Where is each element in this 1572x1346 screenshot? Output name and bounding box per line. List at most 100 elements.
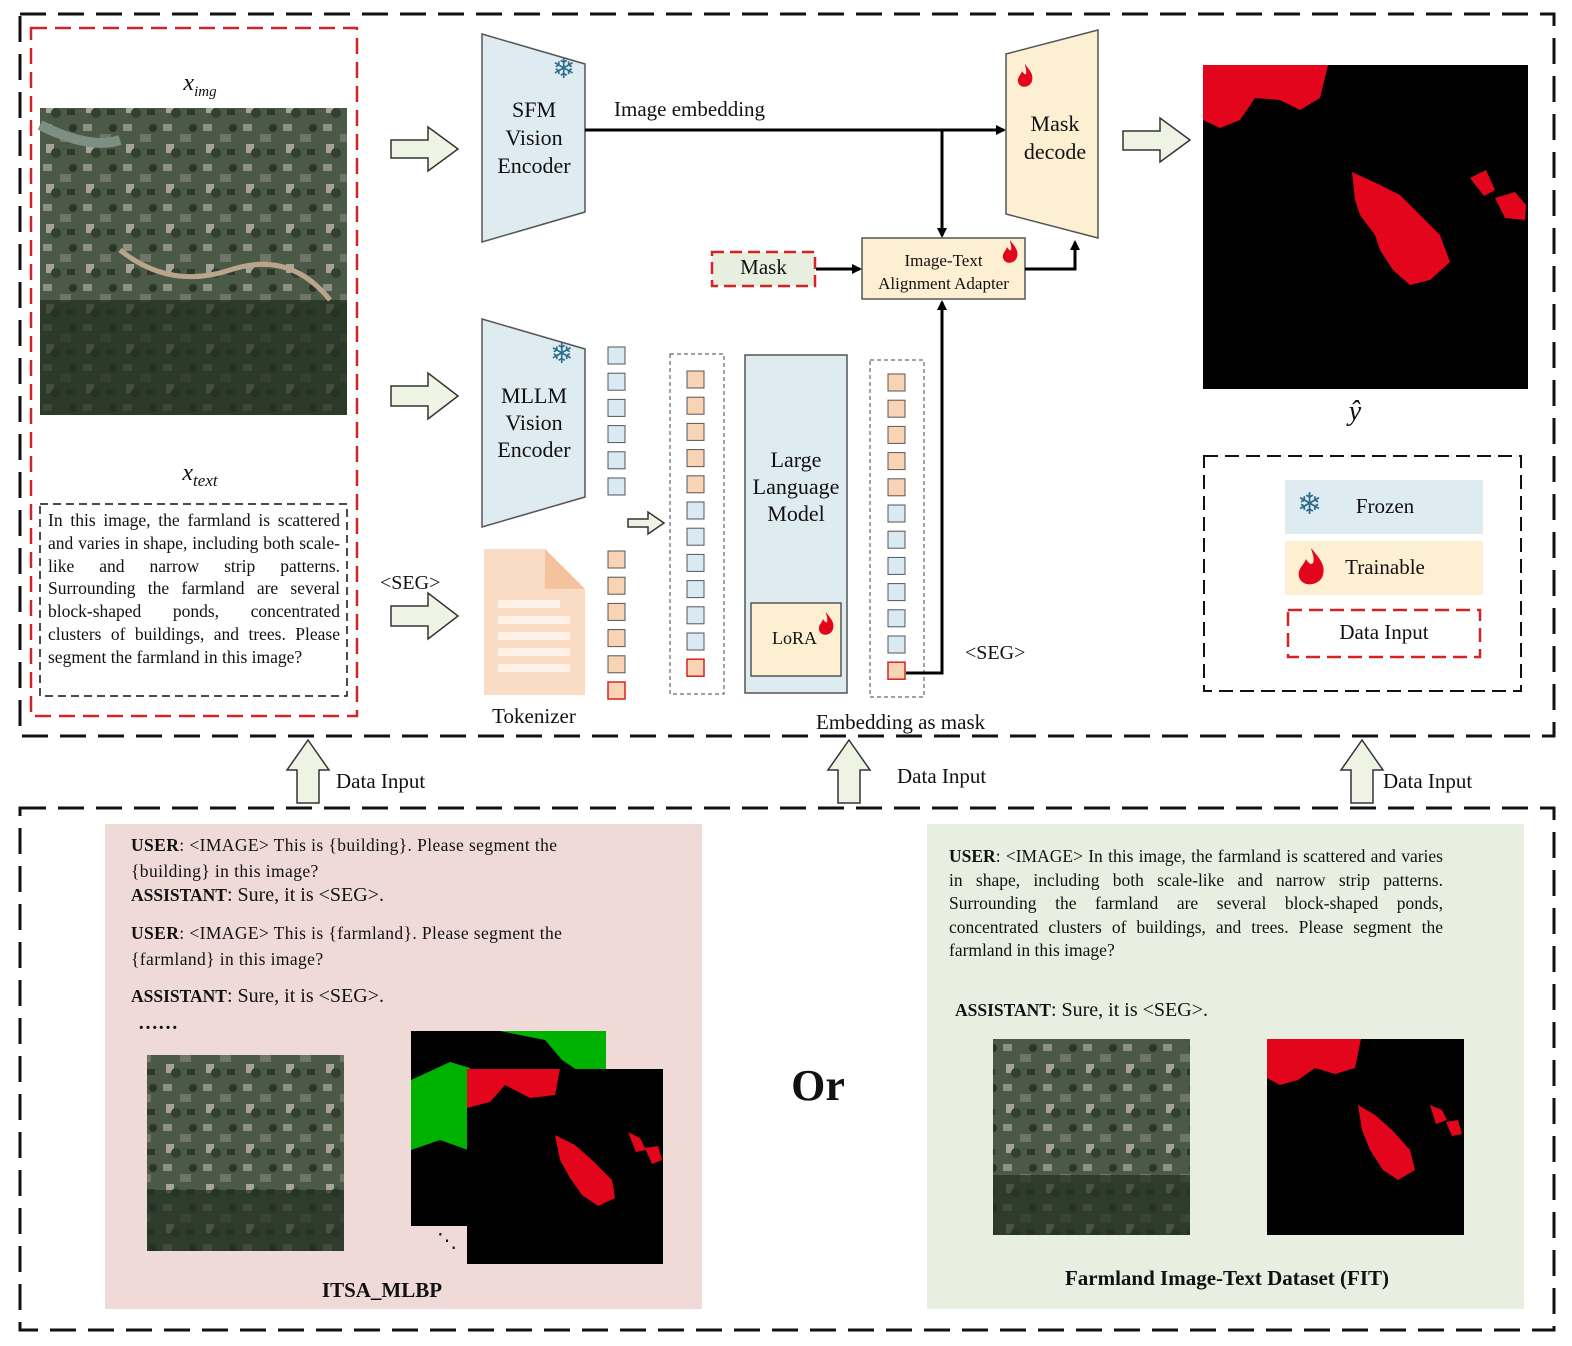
seg-token	[686, 658, 705, 677]
mask-input-label: Mask	[740, 255, 787, 279]
sfm-encoder-shape	[481, 33, 586, 243]
text-token	[887, 425, 906, 444]
arrow-to-tokenizer	[390, 591, 460, 641]
y-hat-label: ŷ	[1348, 396, 1362, 427]
text-token	[887, 399, 906, 418]
fit-satellite-image	[993, 1039, 1190, 1235]
image-token	[887, 504, 906, 523]
text-token	[686, 475, 705, 494]
model-frame	[18, 12, 1556, 738]
legend-box	[1203, 455, 1522, 692]
lora-label: LoRA	[772, 628, 817, 648]
data-input-label-2: Data Input	[897, 764, 987, 788]
text-token	[686, 449, 705, 468]
itsa-satellite-image	[147, 1055, 344, 1251]
alignment-adapter-box	[861, 237, 1026, 300]
input-arrows	[390, 116, 1192, 641]
itsa-assistant-turn-1: ASSISTANT: Sure, it is <SEG>.	[131, 884, 384, 906]
image-token	[887, 530, 906, 549]
x-text-label: xtext	[182, 460, 218, 490]
flame-icon	[1298, 548, 1324, 585]
image-token	[607, 372, 626, 391]
output-mask-image	[1203, 65, 1528, 389]
itsa-stack-dots: ⋱	[437, 1230, 457, 1252]
data-input-arrow-1	[285, 738, 331, 804]
mllm-token-column	[607, 346, 626, 496]
document-icon	[484, 549, 585, 695]
data-input-label-1: Data Input	[336, 769, 426, 793]
legend-frozen-label: Frozen	[1355, 494, 1415, 518]
mllm-encoder-label: MLLM Vision Encoder	[497, 383, 571, 462]
image-token	[607, 398, 626, 417]
llm-input-token-column	[686, 370, 705, 677]
mllm-encoder-shape	[481, 318, 586, 528]
image-token	[686, 632, 705, 651]
image-token	[686, 501, 705, 520]
data-input-arrow-3	[1339, 738, 1385, 804]
text-token	[607, 576, 626, 595]
legend-data-input-label: Data Input	[1339, 620, 1429, 644]
image-token	[607, 477, 626, 496]
embedding-as-mask-label: Embedding as mask	[816, 710, 986, 734]
fit-assistant-turn: ASSISTANT: Sure, it is <SEG>.	[955, 999, 1208, 1021]
or-label: Or	[791, 1061, 845, 1110]
image-token	[686, 580, 705, 599]
image-token	[887, 583, 906, 602]
fit-farmland-mask	[1267, 1039, 1464, 1235]
text-token	[686, 396, 705, 415]
legend-frozen-swatch	[1285, 480, 1483, 534]
data-input-arrow-2	[826, 738, 872, 804]
itsa-ellipsis: ……	[138, 1012, 178, 1034]
text-token	[887, 373, 906, 392]
seg-token-left: <SEG>	[380, 572, 441, 594]
text-prompt-box	[39, 503, 348, 697]
arrow-to-output	[1122, 116, 1192, 164]
sfm-encoder-label: SFM Vision Encoder	[497, 97, 571, 178]
adapter-to-decoder-arrow	[1025, 240, 1080, 271]
input-token-group	[669, 353, 725, 695]
mask-decoder-label: Mask decode	[1023, 111, 1087, 164]
flame-icon	[1017, 64, 1033, 87]
legend-trainable-label: Trainable	[1345, 555, 1425, 579]
tokenizer-label: Tokenizer	[492, 704, 576, 728]
input-data-box	[29, 26, 359, 718]
itsa-assistant-turn-2: ASSISTANT: Sure, it is <SEG>.	[131, 985, 384, 1007]
seg-token	[607, 681, 626, 700]
image-token	[686, 606, 705, 625]
text-token-column	[607, 550, 626, 700]
image-token	[686, 527, 705, 546]
arrow-to-mllm	[390, 371, 460, 421]
snowflake-icon: ❄	[552, 54, 576, 85]
text-token	[607, 629, 626, 648]
itsa-dataset-name: ITSA_MLBP	[321, 1278, 443, 1302]
llm-label: Large Language Model	[752, 447, 840, 526]
dataset-frame	[18, 806, 1556, 1332]
text-token	[607, 550, 626, 569]
image-token	[887, 635, 906, 654]
itsa-farmland-mask	[467, 1069, 663, 1264]
text-token	[607, 602, 626, 621]
text-token	[607, 655, 626, 674]
data-input-arrows	[285, 738, 1385, 804]
text-token	[887, 478, 906, 497]
image-token	[607, 451, 626, 470]
seg-token	[887, 661, 906, 680]
seg-token-right: <SEG>	[965, 642, 1026, 664]
fit-dataset-name: Farmland Image-Text Dataset (FIT)	[1064, 1266, 1390, 1290]
lora-box	[750, 602, 842, 677]
snowflake-icon: ❄	[550, 339, 574, 370]
llm-output-token-column	[887, 373, 906, 680]
x-img-label: ximg	[183, 70, 217, 100]
image-embedding-label: Image embedding	[614, 97, 766, 121]
arrow-to-sfm	[390, 125, 460, 173]
image-token	[686, 553, 705, 572]
input-satellite-image	[37, 108, 347, 415]
image-token	[607, 425, 626, 444]
arrow-to-tokens	[627, 510, 666, 536]
flame-icon	[818, 612, 834, 635]
fit-user-turn: USER: <IMAGE> In this image, the farmlan…	[949, 846, 1443, 960]
seg-to-adapter-arrow	[906, 300, 947, 675]
flame-icon	[1002, 240, 1018, 263]
